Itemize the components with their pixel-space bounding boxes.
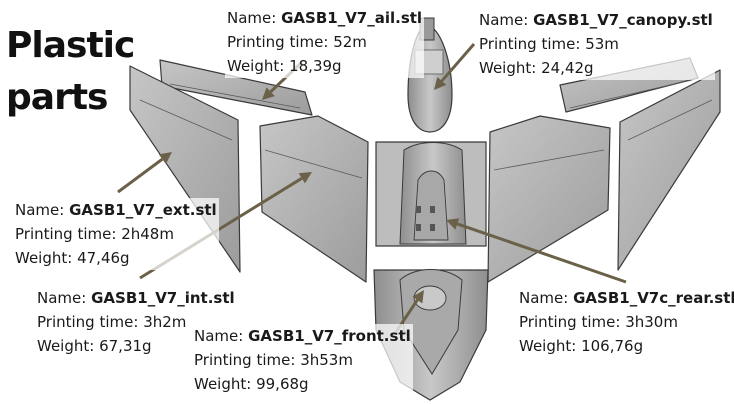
- label-ext: Name: GASB1_V7_ext.stl Printing time: 2h…: [13, 198, 219, 270]
- weight: 106,76g: [581, 337, 643, 355]
- part-name: GASB1_V7c_rear.stl: [573, 289, 734, 307]
- pointer-arrow-ext: [118, 152, 172, 192]
- label-front: Name: GASB1_V7_front.stl Printing time: …: [192, 324, 413, 396]
- weight: 67,31g: [99, 337, 151, 355]
- label-rear: Name: GASB1_V7c_rear.stl Printing time: …: [517, 286, 734, 358]
- weight: 18,39g: [289, 57, 341, 75]
- page-title: Plastic parts: [6, 20, 134, 124]
- right-inner-wing-part: [488, 116, 610, 282]
- part-name: GASB1_V7_front.stl: [248, 327, 411, 345]
- weight: 99,68g: [256, 375, 308, 393]
- title-line-1: Plastic: [6, 20, 134, 72]
- title-line-2: parts: [6, 72, 134, 124]
- left-inner-wing-part: [260, 116, 368, 282]
- printing-time: 3h2m: [143, 313, 186, 331]
- printing-time: 52m: [333, 33, 367, 51]
- printing-time: 3h53m: [300, 351, 353, 369]
- printing-time: 2h48m: [121, 225, 174, 243]
- part-name: GASB1_V7_ail.stl: [281, 9, 422, 27]
- label-ail: Name: GASB1_V7_ail.stl Printing time: 52…: [225, 6, 424, 78]
- fuselage-rear-part: [376, 142, 486, 246]
- weight: 47,46g: [77, 249, 129, 267]
- part-name: GASB1_V7_ext.stl: [69, 201, 217, 219]
- printing-time: 53m: [585, 35, 619, 53]
- part-name: GASB1_V7_int.stl: [91, 289, 235, 307]
- right-outer-wing-part: [618, 70, 720, 270]
- printing-time: 3h30m: [625, 313, 678, 331]
- label-canopy: Name: GASB1_V7_canopy.stl Printing time:…: [477, 8, 715, 80]
- part-name: GASB1_V7_canopy.stl: [533, 11, 713, 29]
- weight: 24,42g: [541, 59, 593, 77]
